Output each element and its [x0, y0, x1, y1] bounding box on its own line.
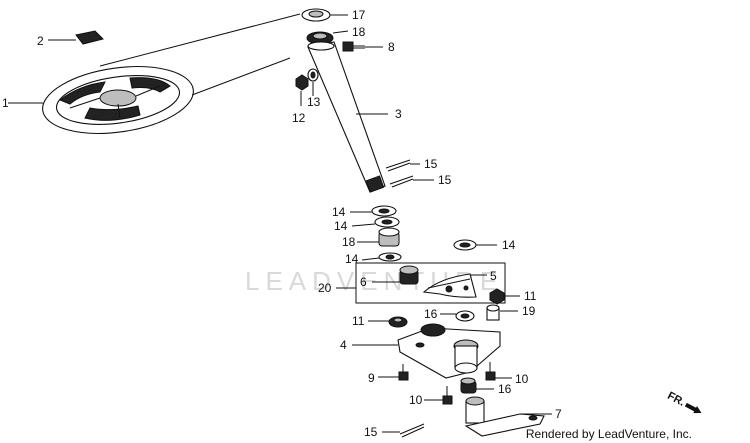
steering-wheel[interactable]: [38, 58, 197, 143]
steering-arm[interactable]: [464, 396, 545, 437]
credit-text: Rendered by LeadVenture, Inc.: [525, 427, 692, 441]
part-label-10-right: 10: [515, 372, 529, 386]
part-label-13: 13: [307, 95, 321, 109]
part-label-17: 17: [352, 8, 366, 22]
part-label-11-right: 11: [524, 289, 537, 303]
part-label-15-b: 15: [438, 173, 452, 187]
part-label-18-lower: 18: [342, 235, 356, 249]
part-label-16-upper: 16: [424, 307, 438, 321]
part-label-15-a: 15: [424, 157, 438, 171]
washer-14-b[interactable]: [374, 216, 400, 228]
part-label-3: 3: [395, 107, 402, 121]
part-label-7: 7: [555, 407, 562, 421]
bolt-10-lower[interactable]: [442, 386, 453, 405]
part-label-18-top: 18: [352, 25, 366, 39]
pin-15-a[interactable]: [385, 159, 411, 172]
sector-gear[interactable]: [422, 273, 477, 298]
pin-15-b[interactable]: [389, 175, 414, 188]
part-label-12: 12: [292, 111, 306, 125]
washer-14-a[interactable]: [371, 205, 397, 217]
part-label-2: 2: [37, 34, 44, 48]
nut-11-right[interactable]: [489, 288, 505, 305]
part-label-9: 9: [368, 371, 375, 385]
part-label-14-d: 14: [502, 238, 516, 252]
pinion-gear[interactable]: [399, 265, 419, 285]
washer-13[interactable]: [307, 68, 319, 82]
bolt-10-right[interactable]: [485, 362, 496, 381]
part-label-19: 19: [522, 304, 536, 318]
part-label-14-a: 14: [332, 205, 346, 219]
part-label-5: 5: [490, 269, 497, 283]
bushing-18-lower[interactable]: [378, 227, 400, 247]
part-label-6: 6: [360, 275, 367, 289]
spacer-16-upper[interactable]: [455, 310, 475, 322]
part-label-20: 20: [318, 281, 332, 295]
part-label-16-lower: 16: [498, 382, 512, 396]
washer-14-d[interactable]: [453, 239, 477, 251]
collar-19[interactable]: [486, 304, 500, 321]
part-label-4: 4: [340, 338, 347, 352]
pin-15-c[interactable]: [399, 423, 425, 438]
part-label-10-lower: 10: [409, 393, 423, 407]
bolt-8[interactable]: [342, 41, 365, 52]
steering-shaft[interactable]: [307, 41, 386, 193]
bolt-9[interactable]: [398, 364, 409, 381]
washer-14-c[interactable]: [378, 252, 402, 262]
part-label-14-c: 14: [345, 252, 359, 266]
part-label-8: 8: [388, 40, 395, 54]
part-label-14-b: 14: [334, 219, 348, 233]
nut-11-left[interactable]: [388, 316, 408, 328]
part-label-1: 1: [2, 96, 9, 110]
bushing-17[interactable]: [301, 8, 331, 22]
part-label-15-c: 15: [364, 425, 378, 439]
spacer-16-lower[interactable]: [460, 377, 477, 394]
nut-12[interactable]: [295, 74, 309, 91]
gearbox-bracket[interactable]: [397, 323, 501, 379]
part-label-11-left: 11: [352, 314, 365, 328]
steering-cap[interactable]: [75, 30, 104, 45]
